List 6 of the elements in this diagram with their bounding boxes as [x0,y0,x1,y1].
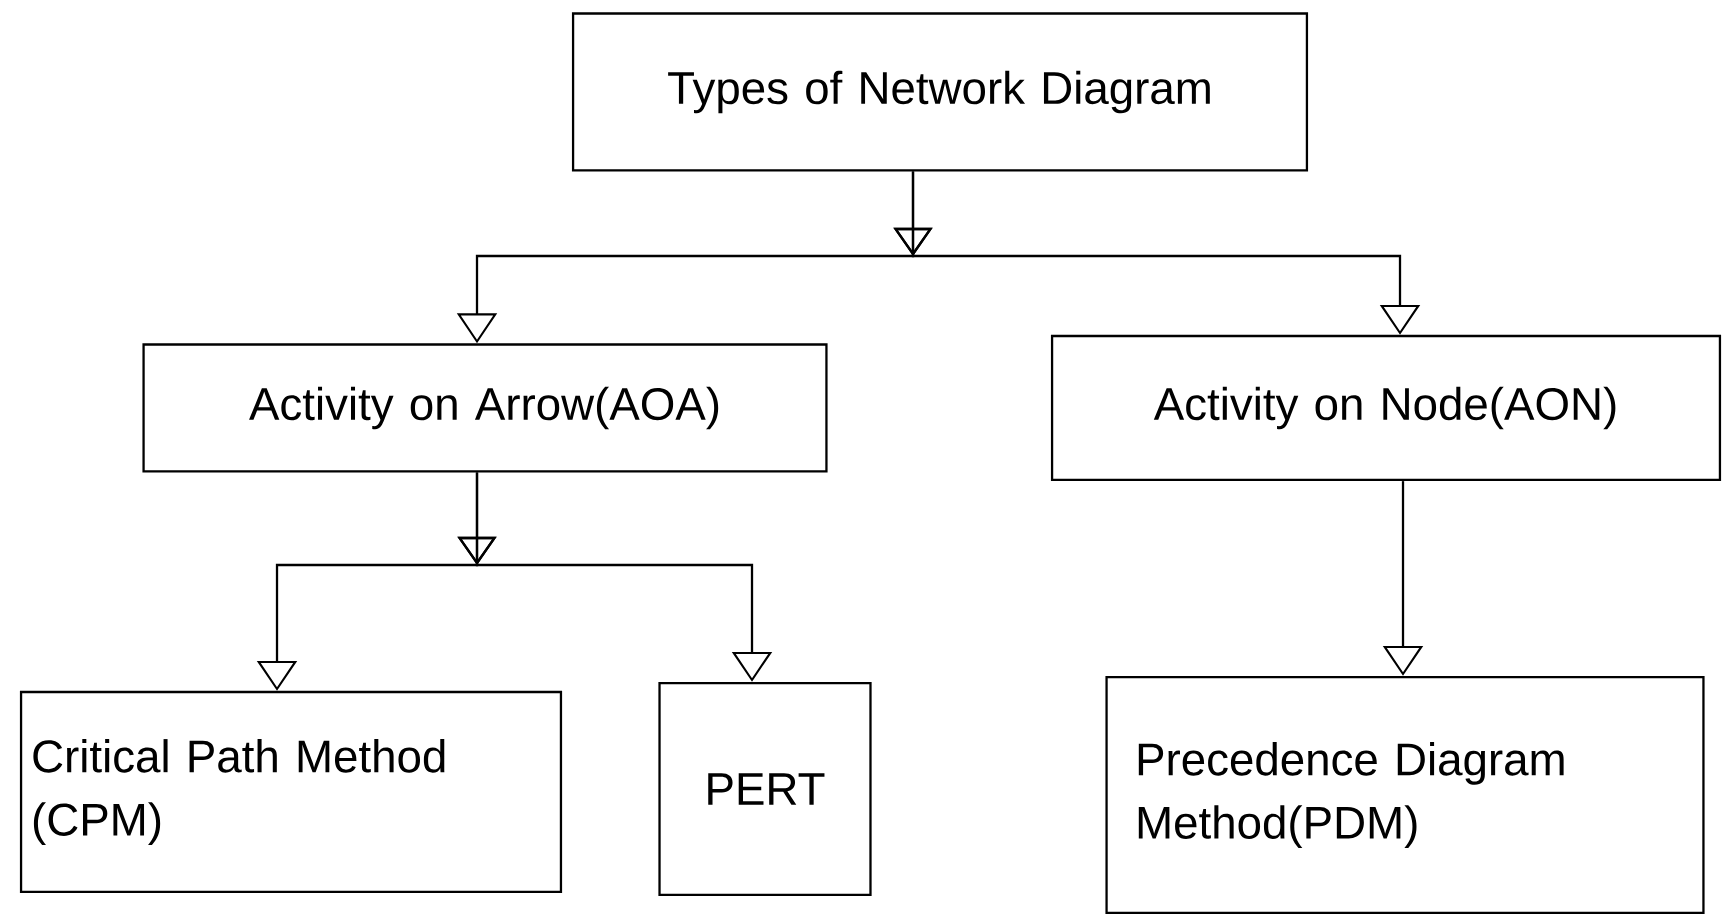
box: Activity on Node(AON) [1050,334,1722,482]
box: Types of Network Diagram [571,12,1309,172]
box: Activity on Arrow(AOA) [142,343,828,473]
box: Critical Path Method (CPM) [19,690,563,894]
box: PERT [658,681,872,897]
box: Precedence Diagram Method(PDM) [1105,675,1705,915]
